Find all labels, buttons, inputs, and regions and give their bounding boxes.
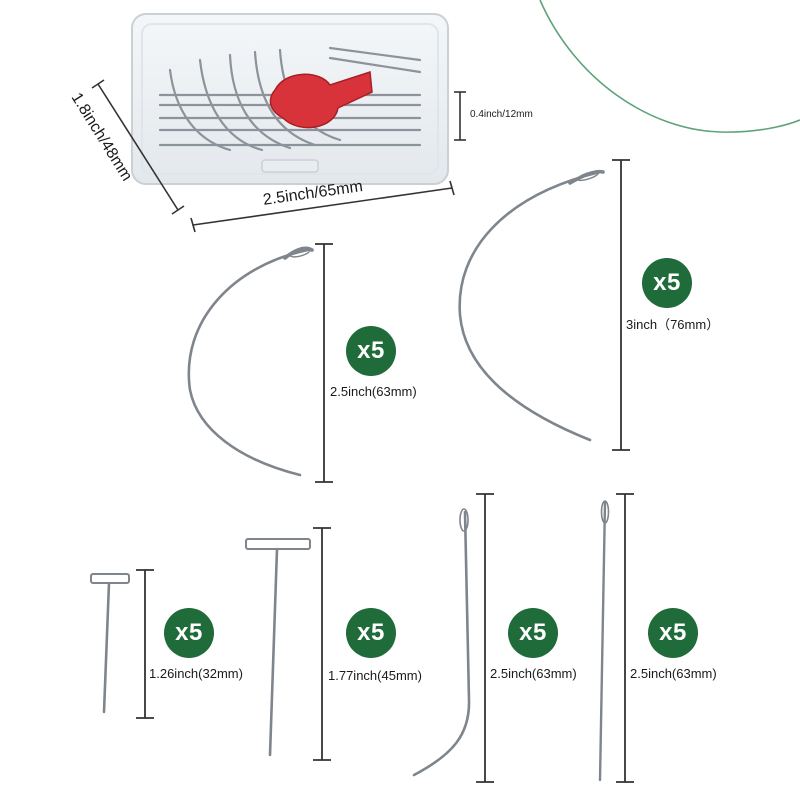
count-badge-j-needle: x5 bbox=[508, 608, 558, 658]
measurement-guide-lines bbox=[136, 159, 634, 783]
count-badge-straight-needle: x5 bbox=[648, 608, 698, 658]
straight-needle-shape bbox=[598, 500, 610, 782]
count-badge-c-needle-small: x5 bbox=[346, 326, 396, 376]
t-pin-small-shape bbox=[90, 573, 130, 714]
box-depth-label: 0.4inch/12mm bbox=[470, 109, 533, 120]
size-label-t-pin-large: 1.77inch(45mm) bbox=[328, 668, 422, 683]
size-label-straight-needle: 2.5inch(63mm) bbox=[630, 666, 717, 681]
size-label-c-needle-small: 2.5inch(63mm) bbox=[330, 384, 417, 399]
box-dimension-lines bbox=[91, 79, 466, 233]
t-pin-large-shape bbox=[245, 538, 311, 757]
storage-box bbox=[131, 13, 449, 185]
size-label-c-needle-large: 3inch（76mm） bbox=[626, 317, 720, 332]
size-label-j-needle: 2.5inch(63mm) bbox=[490, 666, 577, 681]
decorative-arc bbox=[539, 0, 800, 133]
c-needle-large-shape bbox=[458, 169, 605, 442]
red-threader-shape bbox=[269, 70, 373, 129]
count-badge-t-pin-small: x5 bbox=[164, 608, 214, 658]
count-badge-c-needle-large: x5 bbox=[642, 258, 692, 308]
c-needle-small-shape bbox=[187, 246, 314, 477]
j-needle-shape bbox=[412, 508, 471, 777]
size-label-t-pin-small: 1.26inch(32mm) bbox=[149, 666, 243, 681]
count-badge-t-pin-large: x5 bbox=[346, 608, 396, 658]
